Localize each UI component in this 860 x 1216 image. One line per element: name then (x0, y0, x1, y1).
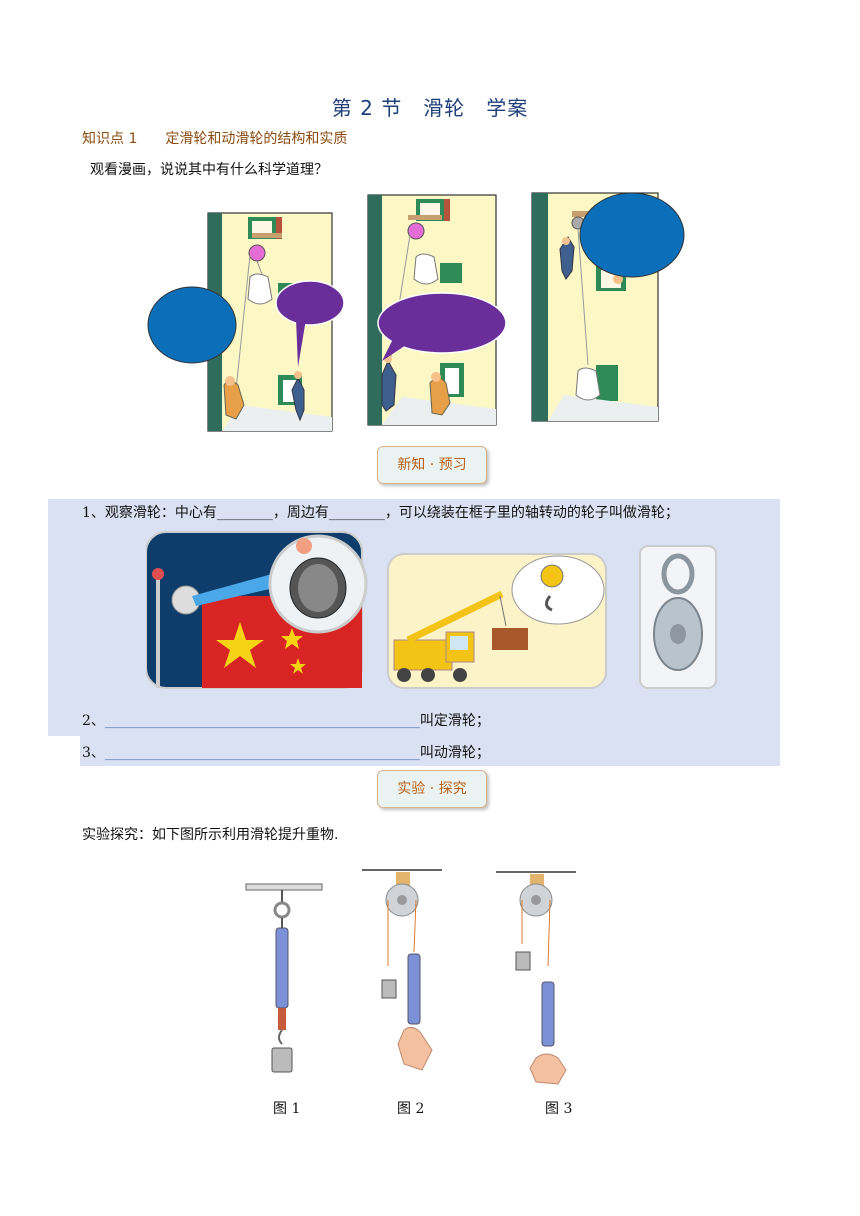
question-3: 3、______________________________________… (82, 742, 490, 762)
question-2-number: 2、 (82, 713, 105, 729)
comic-panel-2 (367, 194, 507, 426)
preview-section-button[interactable]: 新知 · 预习 (377, 446, 487, 484)
question-3-suffix: 叫动滑轮； (419, 745, 490, 761)
figure-1-spring-scale (245, 883, 323, 1073)
comic-panel-1 (147, 212, 345, 432)
comic-strip (147, 192, 685, 432)
question-2: 2、______________________________________… (82, 710, 490, 730)
preview-question-band-tail (80, 736, 780, 766)
metal-pulley-photo (639, 545, 717, 689)
question-3-blank[interactable]: ________________________________________… (104, 745, 420, 761)
knowledge-point-label: 知识点 1 (82, 131, 138, 147)
intro-text: 观看漫画，说说其中有什么科学道理？ (90, 162, 328, 178)
flagpole-pulley-photo (146, 531, 368, 689)
page-title: 第 2 节 滑轮 学案 (331, 96, 529, 120)
figure-3-fixed-pulley-angled (496, 871, 576, 1085)
pulley-photos (146, 531, 717, 689)
thought-cloud-1 (147, 286, 237, 364)
experiment-intro: 实验探究：如下图所示利用滑轮提升重物. (82, 827, 339, 843)
speech-bubble-2 (377, 292, 507, 354)
question-2-blank[interactable]: ________________________________________… (104, 713, 420, 729)
speech-bubble-1 (275, 280, 345, 326)
explore-section-button[interactable]: 实验 · 探究 (377, 770, 487, 808)
figure-caption-1: 图 1 (273, 1101, 301, 1117)
figure-caption-3: 图 3 (545, 1101, 573, 1117)
question-3-number: 3、 (82, 745, 105, 761)
pulley-experiment-figures (245, 869, 576, 1085)
crane-pulley-photo (387, 553, 607, 689)
comic-panel-3 (531, 192, 685, 422)
figure-2-fixed-pulley (362, 869, 442, 1071)
question-1: 1、观察滑轮：中心有________，周边有________，可以绕装在框子里的… (82, 505, 679, 521)
knowledge-point-text: 定滑轮和动滑轮的结构和实质 (165, 131, 348, 147)
thought-cloud-3 (579, 192, 685, 278)
question-2-suffix: 叫定滑轮； (419, 713, 490, 729)
knowledge-point-heading: 知识点 1 定滑轮和动滑轮的结构和实质 (82, 128, 347, 148)
figure-caption-2: 图 2 (397, 1101, 425, 1117)
